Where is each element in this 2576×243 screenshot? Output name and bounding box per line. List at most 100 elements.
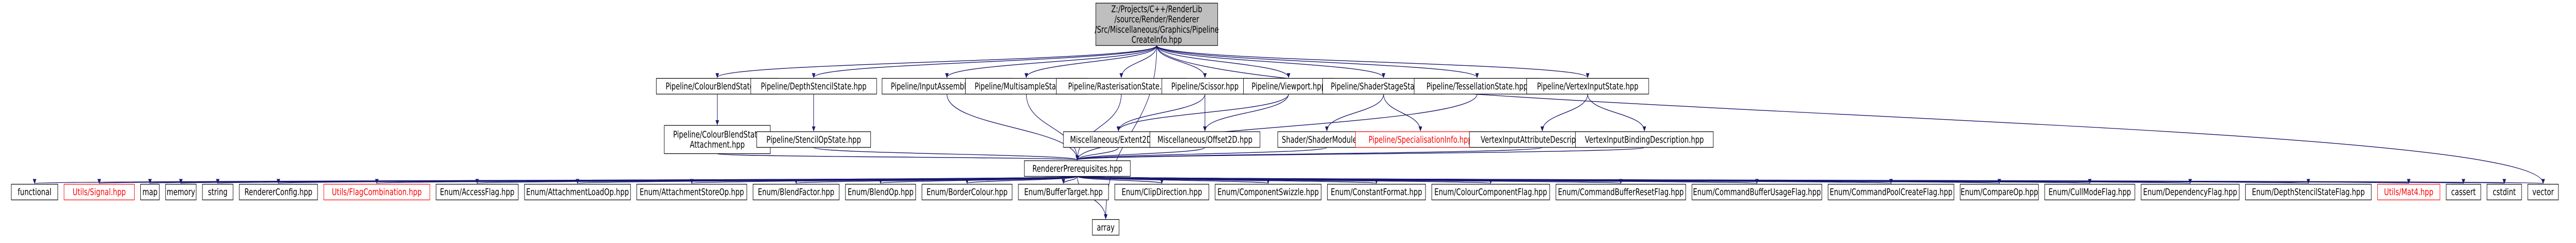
node-label: Attachment.hpp bbox=[690, 139, 745, 150]
node-enum-compareop-hpp[interactable]: Enum/CompareOp.hpp bbox=[1960, 183, 2039, 201]
node-label: Pipeline/ColourBlendState.hpp bbox=[665, 80, 769, 92]
node-utils-signal-hpp[interactable]: Utils/Signal.hpp bbox=[64, 183, 135, 201]
node-box bbox=[1555, 183, 1686, 201]
node-pipeline-depthstencilstate-hpp[interactable]: Pipeline/DepthStencilState.hpp bbox=[750, 78, 877, 95]
node-box bbox=[2245, 183, 2372, 201]
node-label: Pipeline/RasterisationState.hpp bbox=[1068, 80, 1175, 92]
node-box bbox=[2141, 183, 2239, 201]
node-utils-flagcombination-hpp[interactable]: Utils/FlagCombination.hpp bbox=[323, 183, 430, 201]
node-box bbox=[1414, 78, 1540, 95]
node-array[interactable]: array bbox=[1092, 219, 1119, 236]
node-utils-mat4-hpp[interactable]: Utils/Mat4.hpp bbox=[2377, 183, 2440, 201]
node-enum-commandpoolcreateflag-hpp[interactable]: Enum/CommandPoolCreateFlag.hpp bbox=[1828, 183, 1955, 201]
node-box bbox=[2527, 183, 2559, 201]
node-box bbox=[165, 183, 197, 201]
node-label: Enum/ConstantFormat.hpp bbox=[1331, 187, 1422, 198]
node-vector[interactable]: vector bbox=[2527, 183, 2559, 201]
node-box bbox=[1215, 183, 1322, 201]
node-box bbox=[435, 183, 519, 201]
node-rendererprerequisites-hpp[interactable]: RendererPrerequisites.hpp bbox=[1024, 160, 1131, 177]
node-label: Enum/DepthStencilStateFlag.hpp bbox=[2252, 187, 2365, 198]
node-miscellaneous-offset2d-hpp[interactable]: Miscellaneous/Offset2D.hpp bbox=[1149, 131, 1260, 148]
node-box bbox=[1526, 78, 1649, 95]
node-box bbox=[1327, 183, 1426, 201]
node-enum-clipdirection-hpp[interactable]: Enum/ClipDirection.hpp bbox=[1114, 183, 1210, 201]
node-box bbox=[1024, 160, 1131, 177]
node-pipeline-specialisationinfo-hpp[interactable]: Pipeline/SpecialisationInfo.hpp bbox=[1355, 131, 1486, 148]
edge-shm-to-hub bbox=[1075, 147, 1328, 161]
node-box bbox=[1828, 183, 1955, 201]
node-box bbox=[756, 131, 871, 148]
edge-root-to-dep28 bbox=[1156, 45, 2545, 184]
node-functional[interactable]: functional bbox=[11, 183, 59, 201]
node-enum-blendfactor-hpp[interactable]: Enum/BlendFactor.hpp bbox=[752, 183, 840, 201]
node-label: RendererPrerequisites.hpp bbox=[1032, 163, 1123, 174]
node-box bbox=[2044, 183, 2135, 201]
node-pipeline-tessellationstate-hpp[interactable]: Pipeline/TessellationState.hpp bbox=[1414, 78, 1540, 95]
edge-vp-to-off bbox=[1203, 94, 1289, 132]
node-label: functional bbox=[18, 187, 51, 198]
node-label: map bbox=[142, 187, 157, 198]
edge-hub-to-dep14 bbox=[1077, 176, 1164, 184]
node-enum-attachmentloadop-hpp[interactable]: Enum/AttachmentLoadOp.hpp bbox=[524, 183, 631, 201]
edge-vib-to-hub bbox=[1076, 147, 1645, 161]
edge-hub-to-dep13 bbox=[1061, 176, 1078, 184]
edge-root-to-rs bbox=[1119, 45, 1157, 78]
node-enum-commandbufferresetflag-hpp[interactable]: Enum/CommandBufferResetFlag.hpp bbox=[1555, 183, 1686, 201]
node-label: Enum/CommandPoolCreateFlag.hpp bbox=[1830, 187, 1953, 198]
node-vertexinputbindingdescription-hpp[interactable]: VertexInputBindingDescription.hpp bbox=[1575, 131, 1714, 148]
node-label: Enum/ClipDirection.hpp bbox=[1122, 187, 1202, 198]
node-label: CreateInfo.hpp bbox=[1131, 34, 1182, 45]
node-box bbox=[64, 183, 135, 201]
node-label: /source/Render/Renderer bbox=[1114, 13, 1199, 25]
node-box bbox=[1692, 183, 1822, 201]
node-box bbox=[2486, 183, 2522, 201]
edge-root-to-dss bbox=[812, 45, 1157, 78]
node-cstdint[interactable]: cstdint bbox=[2486, 183, 2522, 201]
edge-sss-to-shm bbox=[1325, 94, 1384, 132]
node-label: Enum/CommandBufferUsageFlag.hpp bbox=[1693, 187, 1821, 198]
node-box bbox=[1575, 131, 1714, 148]
node-box bbox=[1960, 183, 2039, 201]
node-enum-dependencyflag-hpp[interactable]: Enum/DependencyFlag.hpp bbox=[2141, 183, 2239, 201]
node-enum-attachmentstoreop-hpp[interactable]: Enum/AttachmentStoreOp.hpp bbox=[636, 183, 747, 201]
edge-ts-to-hub bbox=[1075, 94, 1478, 161]
node-label: Enum/BlendFactor.hpp bbox=[758, 187, 835, 198]
node-label: Pipeline/VertexInputState.hpp bbox=[1537, 80, 1638, 92]
edge-root-to-ias bbox=[945, 45, 1157, 78]
node-enum-colourcomponentflag-hpp[interactable]: Enum/ColourComponentFlag.hpp bbox=[1431, 183, 1550, 201]
node-z-projects-c-renderlib-source-render-renderer-src-miscellaneous-graphics-pipeline-createinfo-hpp[interactable]: Z:/Projects/C++/RenderLib/source/Render/… bbox=[1095, 3, 1219, 46]
node-pipeline-stencilopstate-hpp[interactable]: Pipeline/StencilOpState.hpp bbox=[756, 131, 871, 148]
node-enum-blendop-hpp[interactable]: Enum/BlendOp.hpp bbox=[845, 183, 916, 201]
node-label: Z:/Projects/C++/RenderLib bbox=[1111, 3, 1202, 15]
node-enum-commandbufferusageflag-hpp[interactable]: Enum/CommandBufferUsageFlag.hpp bbox=[1692, 183, 1822, 201]
node-label: Pipeline/Viewport.hpp bbox=[1251, 80, 1326, 92]
node-label: Pipeline/TessellationState.hpp bbox=[1427, 80, 1528, 92]
node-box bbox=[524, 183, 631, 201]
node-pipeline-vertexinputstate-hpp[interactable]: Pipeline/VertexInputState.hpp bbox=[1526, 78, 1649, 95]
node-box bbox=[239, 183, 318, 201]
node-enum-constantformat-hpp[interactable]: Enum/ConstantFormat.hpp bbox=[1327, 183, 1426, 201]
node-enum-depthstencilstateflag-hpp[interactable]: Enum/DepthStencilStateFlag.hpp bbox=[2245, 183, 2372, 201]
node-label: Miscellaneous/Offset2D.hpp bbox=[1157, 134, 1252, 145]
node-box bbox=[323, 183, 430, 201]
node-box bbox=[845, 183, 916, 201]
node-cassert[interactable]: cassert bbox=[2446, 183, 2481, 201]
node-label: Enum/DependencyFlag.hpp bbox=[2143, 187, 2237, 198]
node-map[interactable]: map bbox=[140, 183, 160, 201]
edge-hub-to-dep28 bbox=[1077, 176, 2543, 184]
graph-nodes: Z:/Projects/C++/RenderLib/source/Render/… bbox=[11, 3, 2559, 236]
node-pipeline-scissor-hpp[interactable]: Pipeline/Scissor.hpp bbox=[1161, 78, 1248, 95]
node-enum-bordercolour-hpp[interactable]: Enum/BorderColour.hpp bbox=[922, 183, 1013, 201]
node-string[interactable]: string bbox=[202, 183, 234, 201]
node-enum-accessflag-hpp[interactable]: Enum/AccessFlag.hpp bbox=[435, 183, 519, 201]
node-enum-cullmodeflag-hpp[interactable]: Enum/CullModeFlag.hpp bbox=[2044, 183, 2135, 201]
edge-vis-to-vib bbox=[1587, 94, 1647, 132]
node-memory[interactable]: memory bbox=[165, 183, 197, 201]
node-rendererconfig-hpp[interactable]: RendererConfig.hpp bbox=[239, 183, 318, 201]
node-pipeline-viewport-hpp[interactable]: Pipeline/Viewport.hpp bbox=[1243, 78, 1334, 95]
node-label: RendererConfig.hpp bbox=[244, 187, 312, 198]
node-enum-buffertarget-hpp[interactable]: Enum/BufferTarget.hpp bbox=[1018, 183, 1109, 201]
node-enum-componentswizzle-hpp[interactable]: Enum/ComponentSwizzle.hpp bbox=[1215, 183, 1322, 201]
